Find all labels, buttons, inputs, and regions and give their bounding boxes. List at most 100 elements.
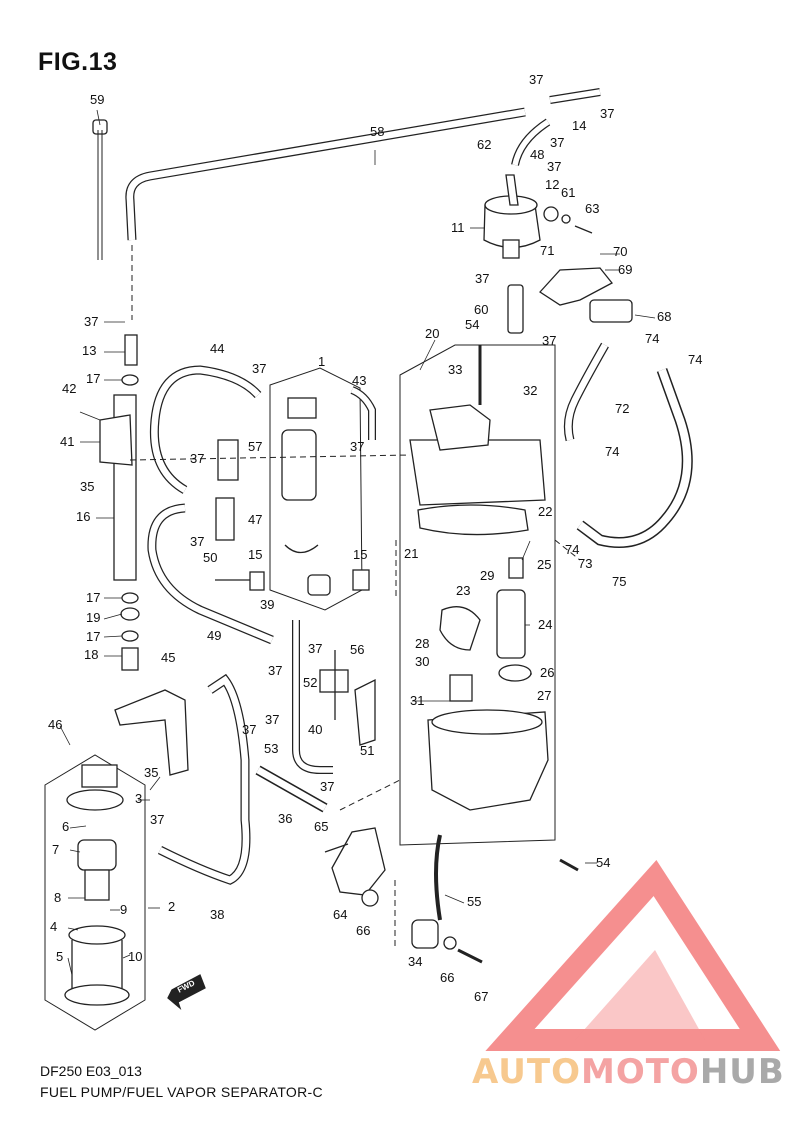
callout-label-c66b: 66 bbox=[440, 970, 455, 985]
callout-label-c56: 56 bbox=[350, 642, 365, 657]
callout-label-c49: 49 bbox=[207, 628, 222, 643]
callout-label-c15b: 15 bbox=[353, 547, 368, 562]
callout-label-c17a: 17 bbox=[86, 371, 101, 386]
callout-label-c36: 36 bbox=[278, 811, 293, 826]
callout-label-c44: 44 bbox=[210, 341, 225, 356]
callout-label-c23: 23 bbox=[456, 583, 471, 598]
callout-label-c62: 62 bbox=[477, 137, 492, 152]
callout-label-c37m: 37 bbox=[268, 663, 283, 678]
callout-label-c64: 64 bbox=[333, 907, 348, 922]
callout-label-c15a: 15 bbox=[248, 547, 263, 562]
callout-label-c46: 46 bbox=[48, 717, 63, 732]
callout-label-c4: 4 bbox=[50, 919, 58, 934]
callout-label-c20: 20 bbox=[425, 326, 440, 341]
reference-lines bbox=[129, 245, 581, 950]
callout-label-c74c: 74 bbox=[605, 444, 620, 459]
callout-label-c38: 38 bbox=[210, 907, 225, 922]
watermark-logo bbox=[485, 859, 781, 1051]
callout-label-c41: 41 bbox=[60, 434, 75, 449]
callout-label-c52: 52 bbox=[303, 675, 318, 690]
callout-label-c33: 33 bbox=[448, 362, 463, 377]
callout-label-c37g: 37 bbox=[542, 333, 557, 348]
callout-label-c50: 50 bbox=[203, 550, 218, 565]
callout-label-c74a: 74 bbox=[645, 331, 660, 346]
callout-label-c37p: 37 bbox=[320, 779, 335, 794]
callout-label-c25: 25 bbox=[537, 557, 552, 572]
callout-label-c47: 47 bbox=[248, 512, 263, 527]
line-art bbox=[44, 88, 693, 1031]
callout-label-c60: 60 bbox=[474, 302, 489, 317]
leader-lines bbox=[59, 109, 656, 976]
callout-label-c37b: 37 bbox=[600, 106, 615, 121]
callout-label-c37o: 37 bbox=[242, 722, 257, 737]
callout-label-c35a: 35 bbox=[80, 479, 95, 494]
callout-label-c26: 26 bbox=[540, 665, 555, 680]
callout-label-c5: 5 bbox=[56, 949, 64, 964]
callout-label-c1: 1 bbox=[318, 354, 326, 369]
callout-label-c37j: 37 bbox=[350, 439, 365, 454]
callout-label-c6: 6 bbox=[62, 819, 70, 834]
callout-label-c37d: 37 bbox=[547, 159, 562, 174]
callout-label-c9: 9 bbox=[120, 902, 128, 917]
callout-label-c67: 67 bbox=[474, 989, 489, 1004]
callout-label-c16: 16 bbox=[76, 509, 91, 524]
callout-label-c39: 39 bbox=[260, 597, 275, 612]
callout-label-c54a: 54 bbox=[465, 317, 480, 332]
callout-label-c31: 31 bbox=[410, 693, 425, 708]
callout-label-c21: 21 bbox=[404, 546, 419, 561]
callout-label-c72: 72 bbox=[615, 401, 630, 416]
callout-label-c34: 34 bbox=[408, 954, 423, 969]
callout-label-c69: 69 bbox=[618, 262, 633, 277]
callout-label-c14: 14 bbox=[572, 118, 587, 133]
callout-label-c37h: 37 bbox=[252, 361, 267, 376]
callout-label-c19: 19 bbox=[86, 610, 101, 625]
watermark-part-hub: HUB bbox=[699, 1052, 785, 1092]
callout-label-c37l: 37 bbox=[308, 641, 323, 656]
callout-label-c22: 22 bbox=[538, 504, 553, 519]
callout-label-c54b: 54 bbox=[596, 855, 611, 870]
callout-label-c59: 59 bbox=[90, 92, 105, 107]
callout-label-c45: 45 bbox=[161, 650, 176, 665]
callout-label-c13: 13 bbox=[82, 343, 97, 358]
callout-label-c2: 2 bbox=[168, 899, 176, 914]
callout-label-c37q: 37 bbox=[150, 812, 165, 827]
callout-label-c74d: 74 bbox=[565, 542, 580, 557]
callout-label-c61: 61 bbox=[561, 185, 576, 200]
callout-label-c65: 65 bbox=[314, 819, 329, 834]
callout-label-c53: 53 bbox=[264, 741, 279, 756]
callout-label-c70: 70 bbox=[613, 244, 628, 259]
callout-label-c3: 3 bbox=[135, 791, 143, 806]
callout-label-c37n: 37 bbox=[265, 712, 280, 727]
callout-label-c58: 58 bbox=[370, 124, 385, 139]
callout-label-c18: 18 bbox=[84, 647, 99, 662]
model-code: DF250 E03_013 bbox=[40, 1063, 142, 1079]
callout-label-c40: 40 bbox=[308, 722, 323, 737]
callout-label-c73: 73 bbox=[578, 556, 593, 571]
callout-label-c24: 24 bbox=[538, 617, 553, 632]
callout-label-c35b: 35 bbox=[144, 765, 159, 780]
callout-label-c71: 71 bbox=[540, 243, 555, 258]
callout-label-c68: 68 bbox=[657, 309, 672, 324]
callout-label-c63: 63 bbox=[585, 201, 600, 216]
callout-label-c17b: 17 bbox=[86, 590, 101, 605]
callout-label-c32: 32 bbox=[523, 383, 538, 398]
callout-label-c55: 55 bbox=[467, 894, 482, 909]
callout-label-c28: 28 bbox=[415, 636, 430, 651]
callout-label-c29: 29 bbox=[480, 568, 495, 583]
callout-label-c42: 42 bbox=[62, 381, 77, 396]
callout-label-c7: 7 bbox=[52, 842, 60, 857]
callout-label-c11: 11 bbox=[451, 220, 465, 235]
callout-label-c37e: 37 bbox=[475, 271, 490, 286]
callout-label-c37c: 37 bbox=[550, 135, 565, 150]
callout-label-c8: 8 bbox=[54, 890, 62, 905]
callout-label-c48: 48 bbox=[530, 147, 545, 162]
callout-label-c51: 51 bbox=[360, 743, 375, 758]
figure-title: FIG.13 bbox=[38, 48, 118, 76]
watermark-part-moto: MOTO bbox=[580, 1052, 700, 1092]
callout-label-c43: 43 bbox=[352, 373, 367, 388]
callout-label-c27: 27 bbox=[537, 688, 552, 703]
callout-label-c12: 12 bbox=[545, 177, 560, 192]
callout-label-c17c: 17 bbox=[86, 629, 101, 644]
